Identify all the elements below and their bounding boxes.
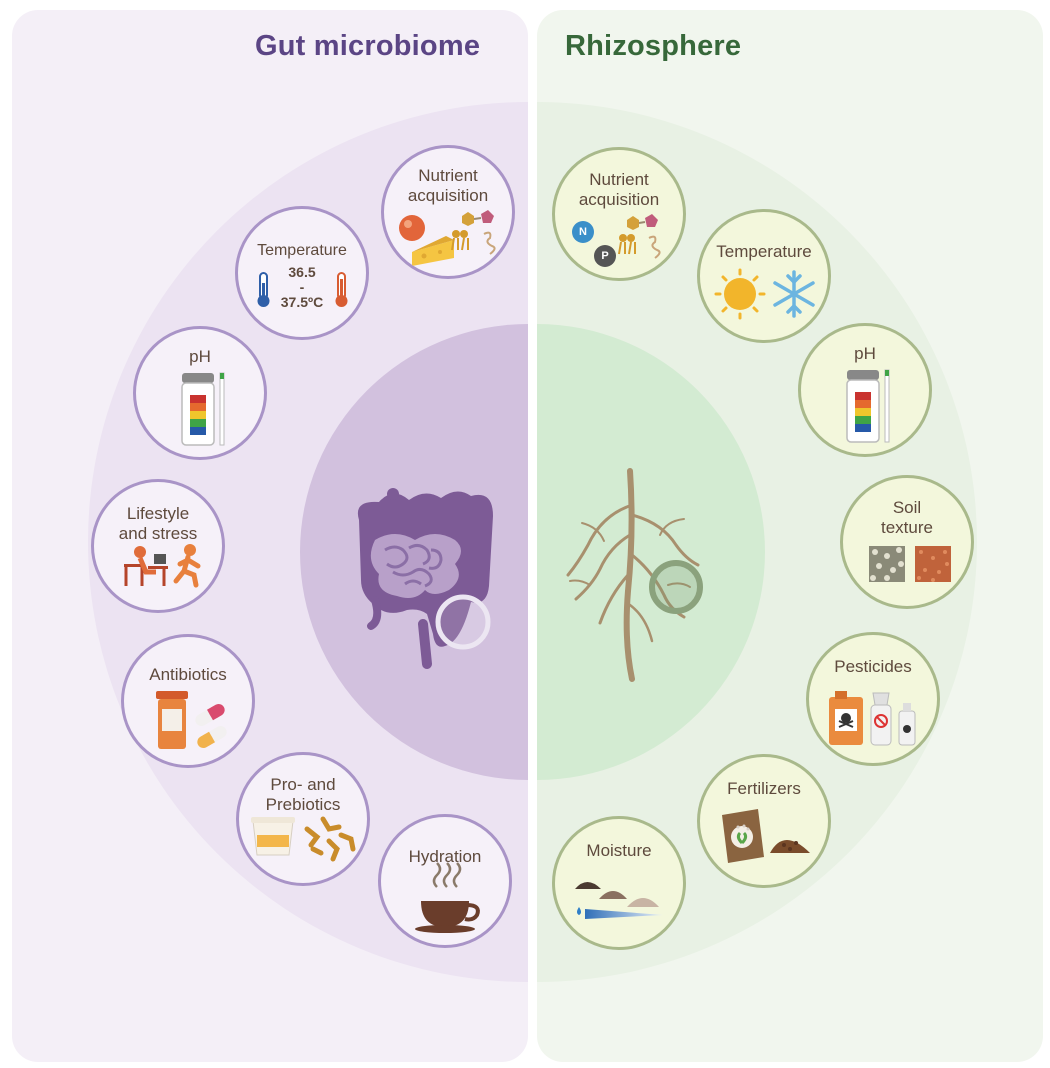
coffee-cup-icon bbox=[415, 862, 480, 933]
rhizo-node-moisture: Moisture bbox=[552, 816, 686, 950]
gut-antibiotics-label: Antibiotics bbox=[149, 665, 227, 684]
rhizo-panel-title: Rhizosphere bbox=[565, 30, 742, 62]
rhizo-nutrient-label: Nutrient acquisition bbox=[578, 170, 660, 209]
gut-hydration-label: Hydration bbox=[408, 847, 482, 866]
intestine-illustration bbox=[357, 488, 493, 669]
phosphorus-label: P bbox=[601, 250, 609, 262]
rhizo-ph-label: pH bbox=[854, 344, 876, 363]
rhizo-node-soil: Soil texture bbox=[840, 475, 974, 609]
sun-and-snowflake-icon bbox=[714, 268, 815, 320]
gut-node-hydration: Hydration bbox=[378, 814, 512, 948]
yogurt-and-fiber-icon bbox=[251, 816, 356, 862]
ph-test-strip-icon bbox=[846, 369, 890, 443]
gut-node-lifestyle: Lifestyle and stress bbox=[91, 479, 225, 613]
food-icon bbox=[399, 210, 496, 266]
root-illustration bbox=[566, 468, 703, 682]
pesticide-containers-icon bbox=[829, 691, 916, 746]
gut-panel-title: Gut microbiome bbox=[255, 30, 481, 62]
gut-lifestyle-label: Lifestyle and stress bbox=[118, 504, 198, 543]
rhizo-temperature-label: Temperature bbox=[716, 242, 812, 261]
rhizo-node-fertilizers: Fertilizers bbox=[697, 754, 831, 888]
rhizo-node-temperature: Temperature bbox=[697, 209, 831, 343]
rhizo-pesticides-label: Pesticides bbox=[834, 657, 912, 676]
gut-ph-label: pH bbox=[189, 347, 211, 366]
gut-temperature-value: 36.5 - 37.5ºC bbox=[280, 264, 324, 310]
soil-samples-icon bbox=[869, 546, 951, 582]
gut-node-nutrient: Nutrient acquisition bbox=[381, 145, 515, 279]
gut-node-probiotics: Pro- and Prebiotics bbox=[236, 752, 370, 886]
nitrogen-label: N bbox=[579, 226, 587, 238]
pill-bottle-icon bbox=[156, 691, 227, 749]
gut-temperature-label: Temperature bbox=[257, 242, 347, 259]
nutrient-molecules-icon bbox=[572, 214, 661, 267]
rhizo-moisture-label: Moisture bbox=[586, 841, 652, 860]
fertilizer-bag-icon bbox=[722, 809, 810, 863]
rhizo-node-ph: pH bbox=[798, 323, 932, 457]
thermometer-icons bbox=[257, 272, 348, 307]
rhizo-soil-label: Soil texture bbox=[881, 498, 933, 537]
rhizo-node-pesticides: Pesticides bbox=[806, 632, 940, 766]
gut-probiotics-label: Pro- and Prebiotics bbox=[265, 775, 341, 814]
soil-moisture-gradient-icon bbox=[575, 882, 663, 919]
rhizo-fertilizers-label: Fertilizers bbox=[727, 779, 801, 798]
gut-node-antibiotics: Antibiotics bbox=[121, 634, 255, 768]
stress-and-running-icon bbox=[124, 544, 201, 588]
rhizo-node-nutrient: Nutrient acquisition N P bbox=[552, 147, 686, 281]
gut-node-temperature: Temperature 36.5 - 37.5ºC bbox=[235, 206, 369, 340]
ph-test-strip-icon bbox=[181, 372, 225, 446]
gut-nutrient-label: Nutrient acquisition bbox=[407, 166, 489, 205]
gut-node-ph: pH bbox=[133, 326, 267, 460]
